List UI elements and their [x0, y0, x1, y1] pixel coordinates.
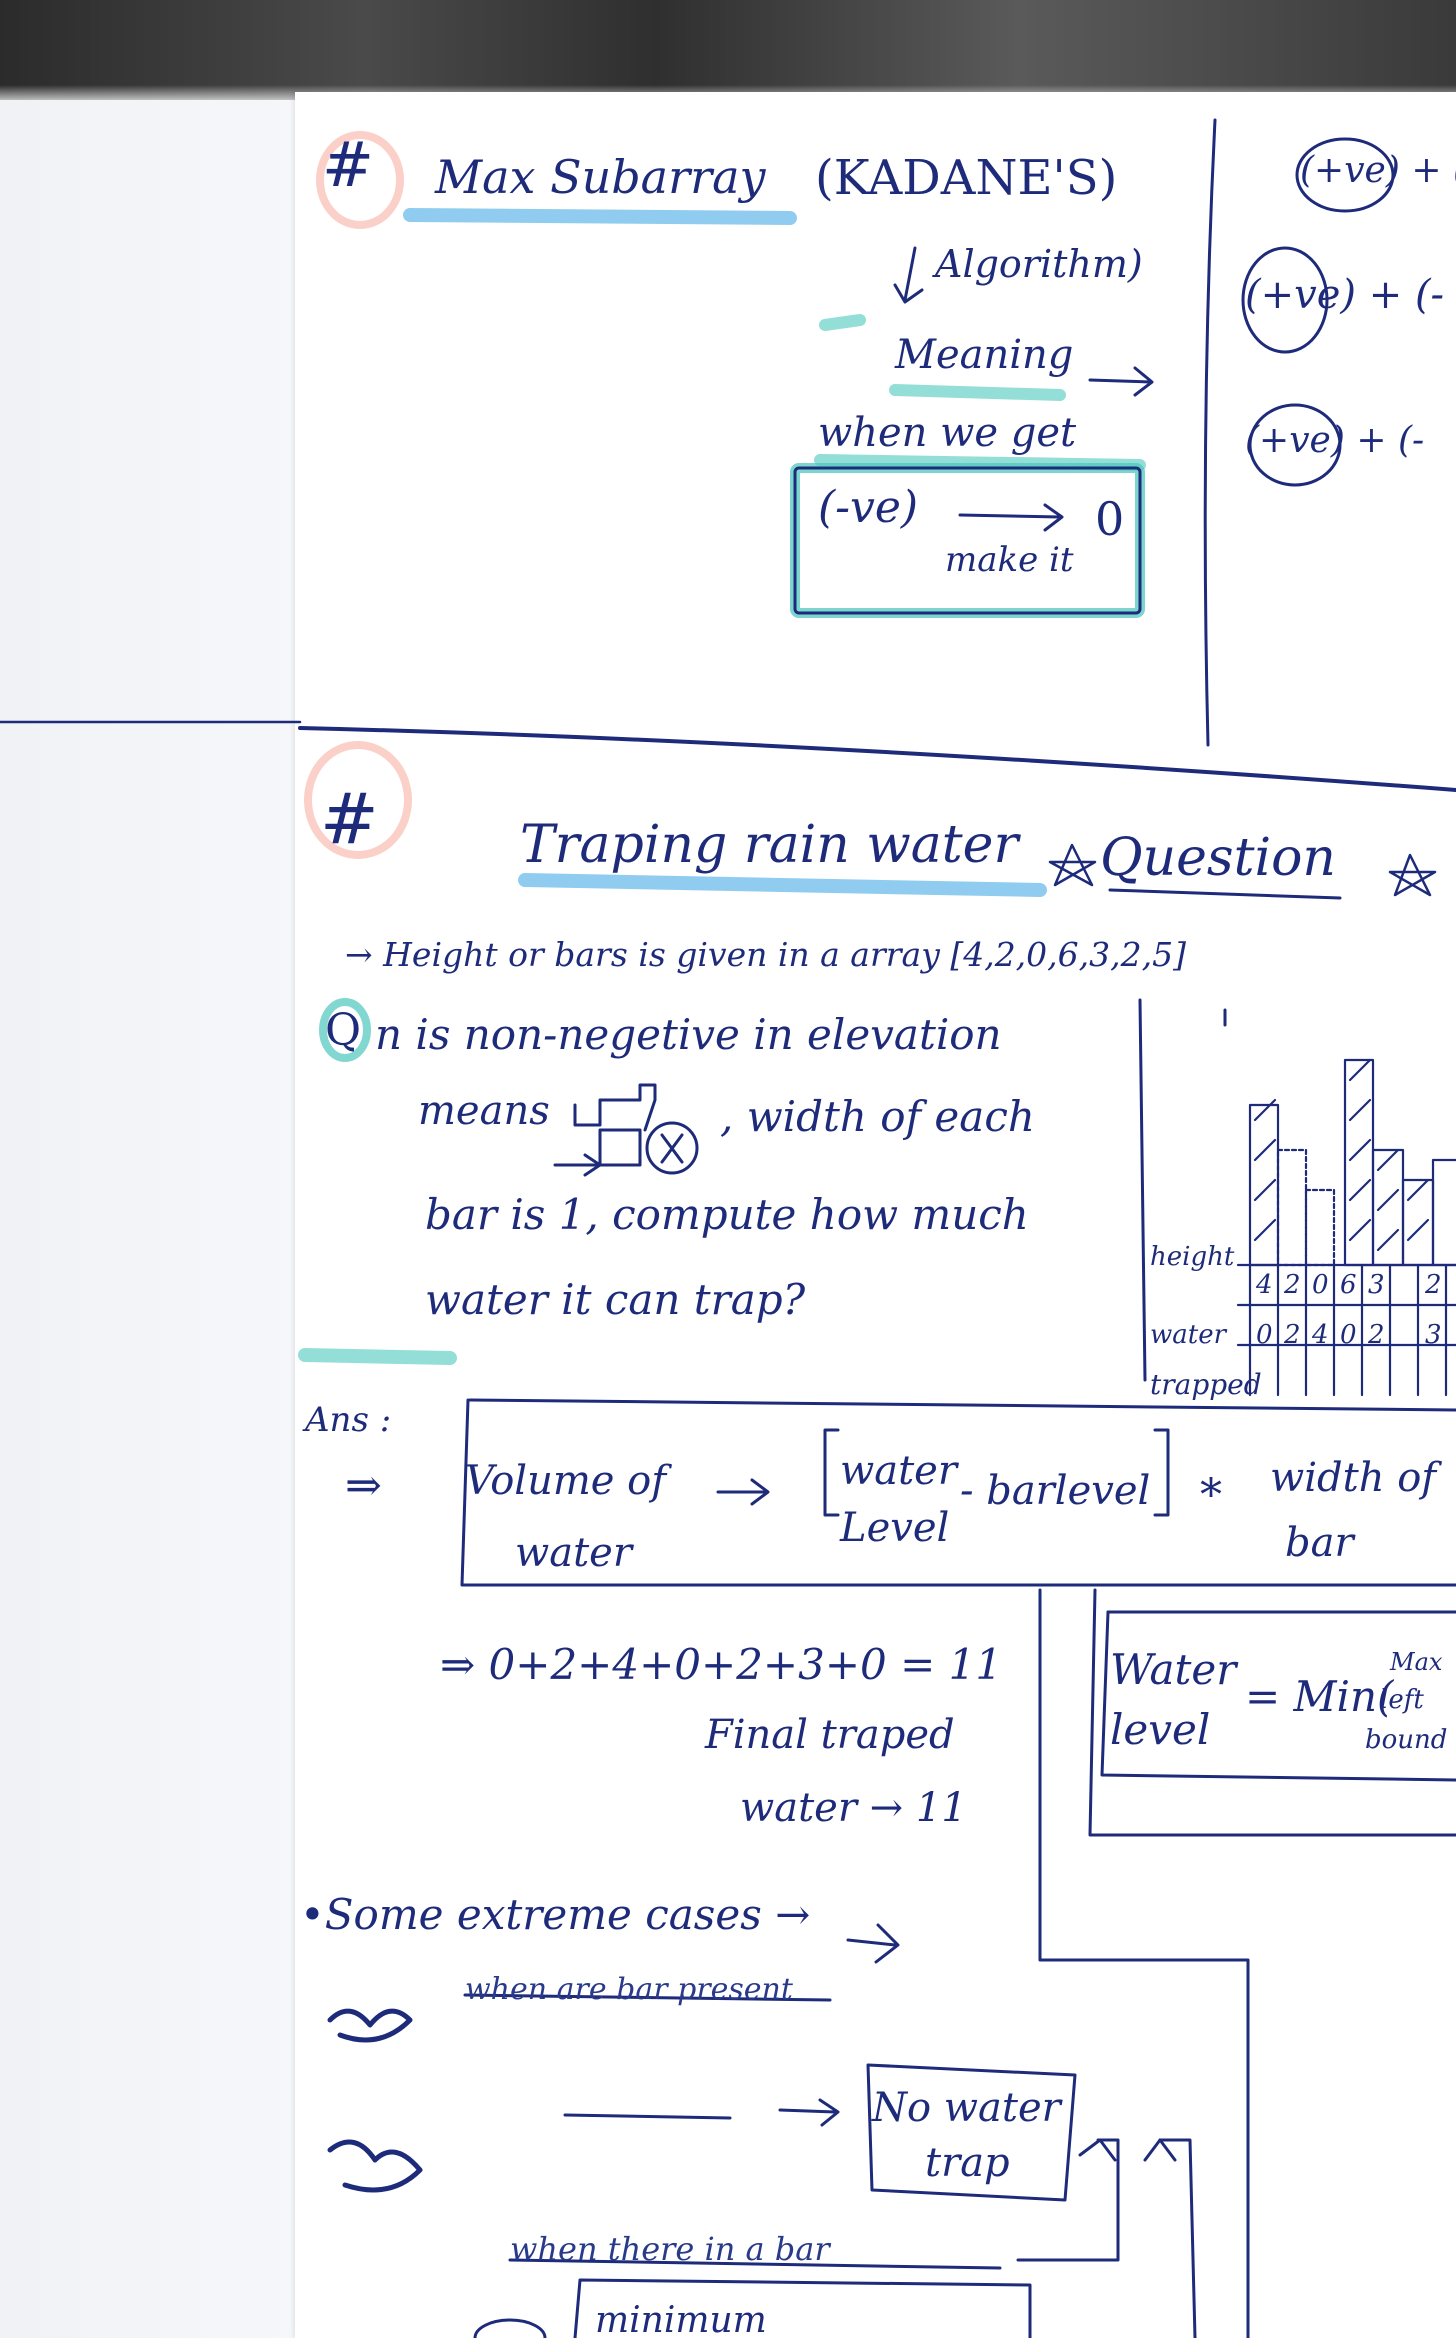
diagram-height-2: 0	[1312, 1270, 1329, 1300]
section1-title: Max Subarray	[435, 150, 766, 204]
section1-hash: #	[322, 128, 374, 201]
formula-width-of: width of	[1270, 1455, 1437, 1501]
water-level-box-max: Max	[1390, 1648, 1443, 1676]
when-we-get-label: when we get	[818, 410, 1077, 456]
diagram-water-1: 2	[1284, 1320, 1301, 1350]
answer-label: Ans :	[305, 1400, 392, 1440]
right-col-line-3: (+ve) + (-	[1245, 420, 1425, 461]
water-level-box-min: = Min(	[1245, 1672, 1394, 1721]
water-level-box-left: left	[1380, 1685, 1424, 1715]
diagram-height-1: 2	[1284, 1270, 1301, 1300]
crossed-text-1: when are bar present	[465, 1972, 793, 2007]
diagram-height-label: height	[1150, 1242, 1235, 1272]
formula-arrow: ⇒	[345, 1460, 382, 1511]
water-level-box-bound: bound	[1365, 1725, 1448, 1755]
kadane-title: (KADANE'S)	[815, 150, 1118, 206]
section2-title: Traping rain water	[520, 815, 1019, 875]
q-label: Q	[325, 1005, 362, 1056]
formula-bar: bar	[1285, 1520, 1354, 1566]
diagram-height-4: 3	[1368, 1270, 1385, 1300]
question-line-1: n is non-negetive in elevation	[375, 1010, 1002, 1059]
diagram-water-0: 0	[1256, 1320, 1273, 1350]
diagram-water-4: 2	[1368, 1320, 1385, 1350]
formula-bar-level: - barlevel	[960, 1468, 1151, 1514]
diagram-height-5: 2	[1425, 1270, 1442, 1300]
formula-volume: Volume of	[465, 1458, 667, 1504]
minimum-text: minimum	[595, 2300, 767, 2338]
question-line-2: means	[418, 1088, 550, 1134]
formula-water: water	[515, 1530, 632, 1576]
extreme-cases-heading: •Some extreme cases →	[300, 1890, 811, 1939]
no-water-line-1: No water	[872, 2085, 1061, 2131]
question-line-3: , width of each	[720, 1092, 1035, 1141]
section2-hash: #	[320, 778, 379, 860]
diagram-water-2: 4	[1312, 1320, 1329, 1350]
water-level-box-level: level	[1110, 1705, 1211, 1754]
algorithm-label: Algorithm)	[935, 242, 1143, 286]
diagram-water-5: 3	[1425, 1320, 1442, 1350]
final-line-1: Final traped	[705, 1712, 955, 1758]
question-label: Question	[1100, 828, 1336, 888]
diagram-water-label: water	[1150, 1320, 1227, 1350]
negative-value-label: (-ve)	[818, 482, 919, 533]
diagram-water-3: 0	[1340, 1320, 1357, 1350]
water-level-box-water: Water	[1110, 1645, 1237, 1694]
formula-level: Level	[840, 1505, 950, 1551]
zero-value: 0	[1095, 492, 1125, 546]
formula-water-level: water	[840, 1448, 957, 1494]
question-line-5: water it can trap?	[425, 1275, 806, 1324]
diagram-trapped-label: trapped	[1150, 1368, 1262, 1401]
previous-page-edge	[0, 100, 300, 2338]
crossed-text-2: when there in a bar	[510, 2230, 830, 2268]
right-col-line-1: (+ve) + (	[1300, 150, 1456, 191]
make-it-label: make it	[945, 540, 1074, 580]
question-line-4: bar is 1, compute how much	[425, 1190, 1029, 1239]
right-col-line-2: (+ve) + (-	[1245, 272, 1445, 318]
diagram-height-0: 4	[1256, 1270, 1273, 1300]
final-line-2: water → 11	[740, 1785, 967, 1831]
given-array-text: → Height or bars is given in a array [4,…	[345, 935, 1186, 974]
sum-expression: ⇒ 0+2+4+0+2+3+0 = 11	[440, 1640, 1003, 1689]
diagram-height-3: 6	[1340, 1270, 1357, 1300]
formula-times: *	[1200, 1470, 1222, 1521]
meaning-label: Meaning	[895, 332, 1074, 378]
no-water-line-2: trap	[925, 2140, 1010, 2186]
